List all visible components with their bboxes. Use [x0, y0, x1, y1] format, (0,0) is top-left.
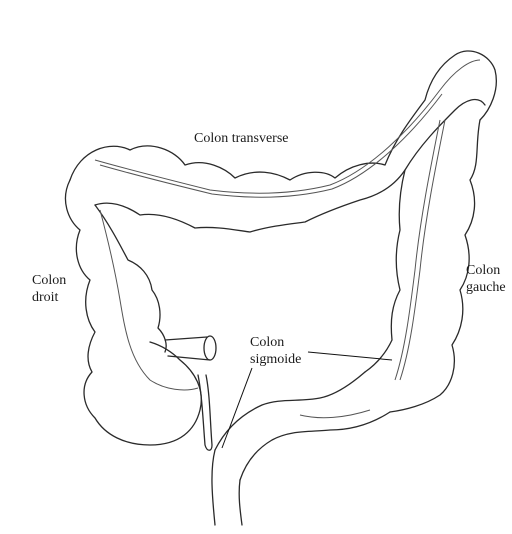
right-colon: [65, 180, 216, 450]
label-colon-transverse: Colon transverse: [194, 130, 288, 147]
label-colon-gauche-line1: Colon: [466, 262, 506, 279]
sigmoid-colon: [212, 372, 390, 525]
label-colon-droit-line2: droit: [32, 289, 66, 306]
label-colon-transverse-text: Colon transverse: [194, 131, 288, 146]
label-colon-droit-line1: Colon: [32, 272, 66, 289]
label-colon-sigmoide-line2: sigmoide: [250, 351, 301, 368]
label-colon-gauche-line2: gauche: [466, 279, 506, 296]
label-colon-sigmoide-line1: Colon: [250, 334, 301, 351]
label-colon-sigmoide: Colon sigmoide: [250, 334, 301, 368]
label-colon-gauche: Colon gauche: [466, 262, 506, 296]
label-colon-droit: Colon droit: [32, 272, 66, 306]
